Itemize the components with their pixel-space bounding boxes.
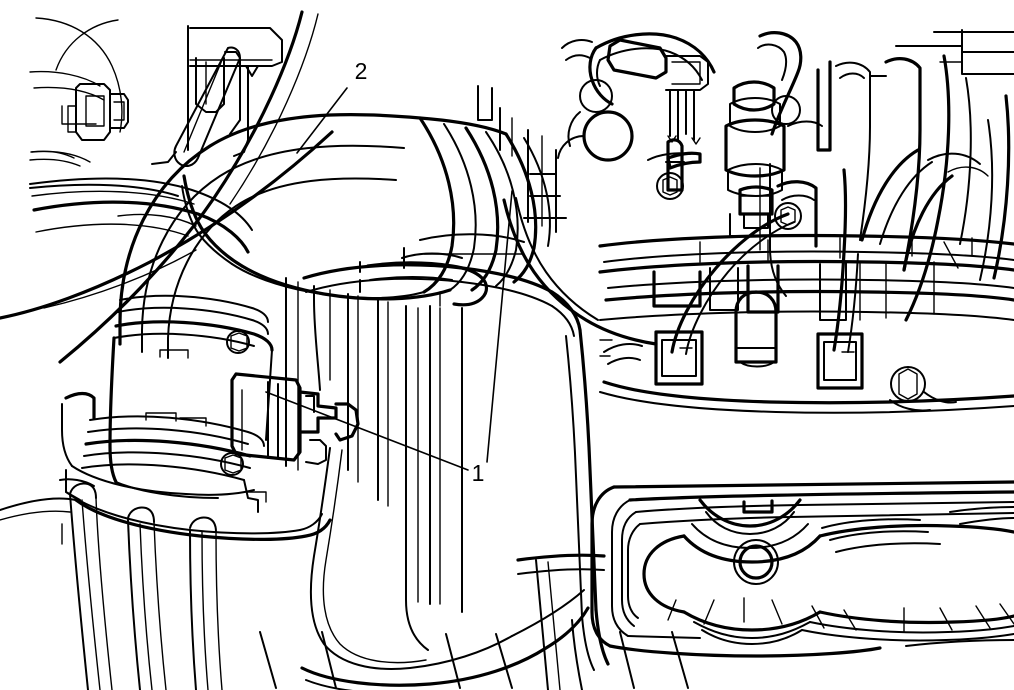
upper-left-hose-bundle — [151, 46, 241, 167]
callout-2-group: 2 — [296, 58, 368, 154]
intake-manifold-rail — [598, 168, 1014, 414]
engine-block-verticals — [285, 247, 463, 651]
engine-valve-cover — [590, 480, 1014, 658]
left-body-contour-lines — [29, 150, 253, 254]
upper-left-connector-block — [67, 83, 129, 141]
bottom-hatch-marks — [259, 631, 689, 689]
callout-1-leader-b — [265, 391, 469, 471]
mass-air-flow-sensor — [230, 372, 360, 465]
callout-2-label: 2 — [355, 58, 368, 84]
upper-left-bracket — [187, 25, 283, 157]
callout-2-leader — [296, 87, 348, 154]
short-pipe-assembly — [359, 261, 489, 307]
right-lower-tubes — [535, 559, 583, 690]
callout-1-leader-a — [486, 190, 513, 463]
air-cleaner-housing — [59, 294, 274, 513]
engine-block-face — [419, 85, 567, 255]
lower-left-ribbed-panel — [0, 482, 332, 690]
lower-center-hose — [300, 606, 590, 690]
callout-1-group: 1 — [265, 190, 513, 486]
right-engine-assembly — [557, 29, 1014, 322]
callout-1-label: 1 — [472, 460, 485, 486]
center-vacuum-hoses — [302, 197, 658, 671]
